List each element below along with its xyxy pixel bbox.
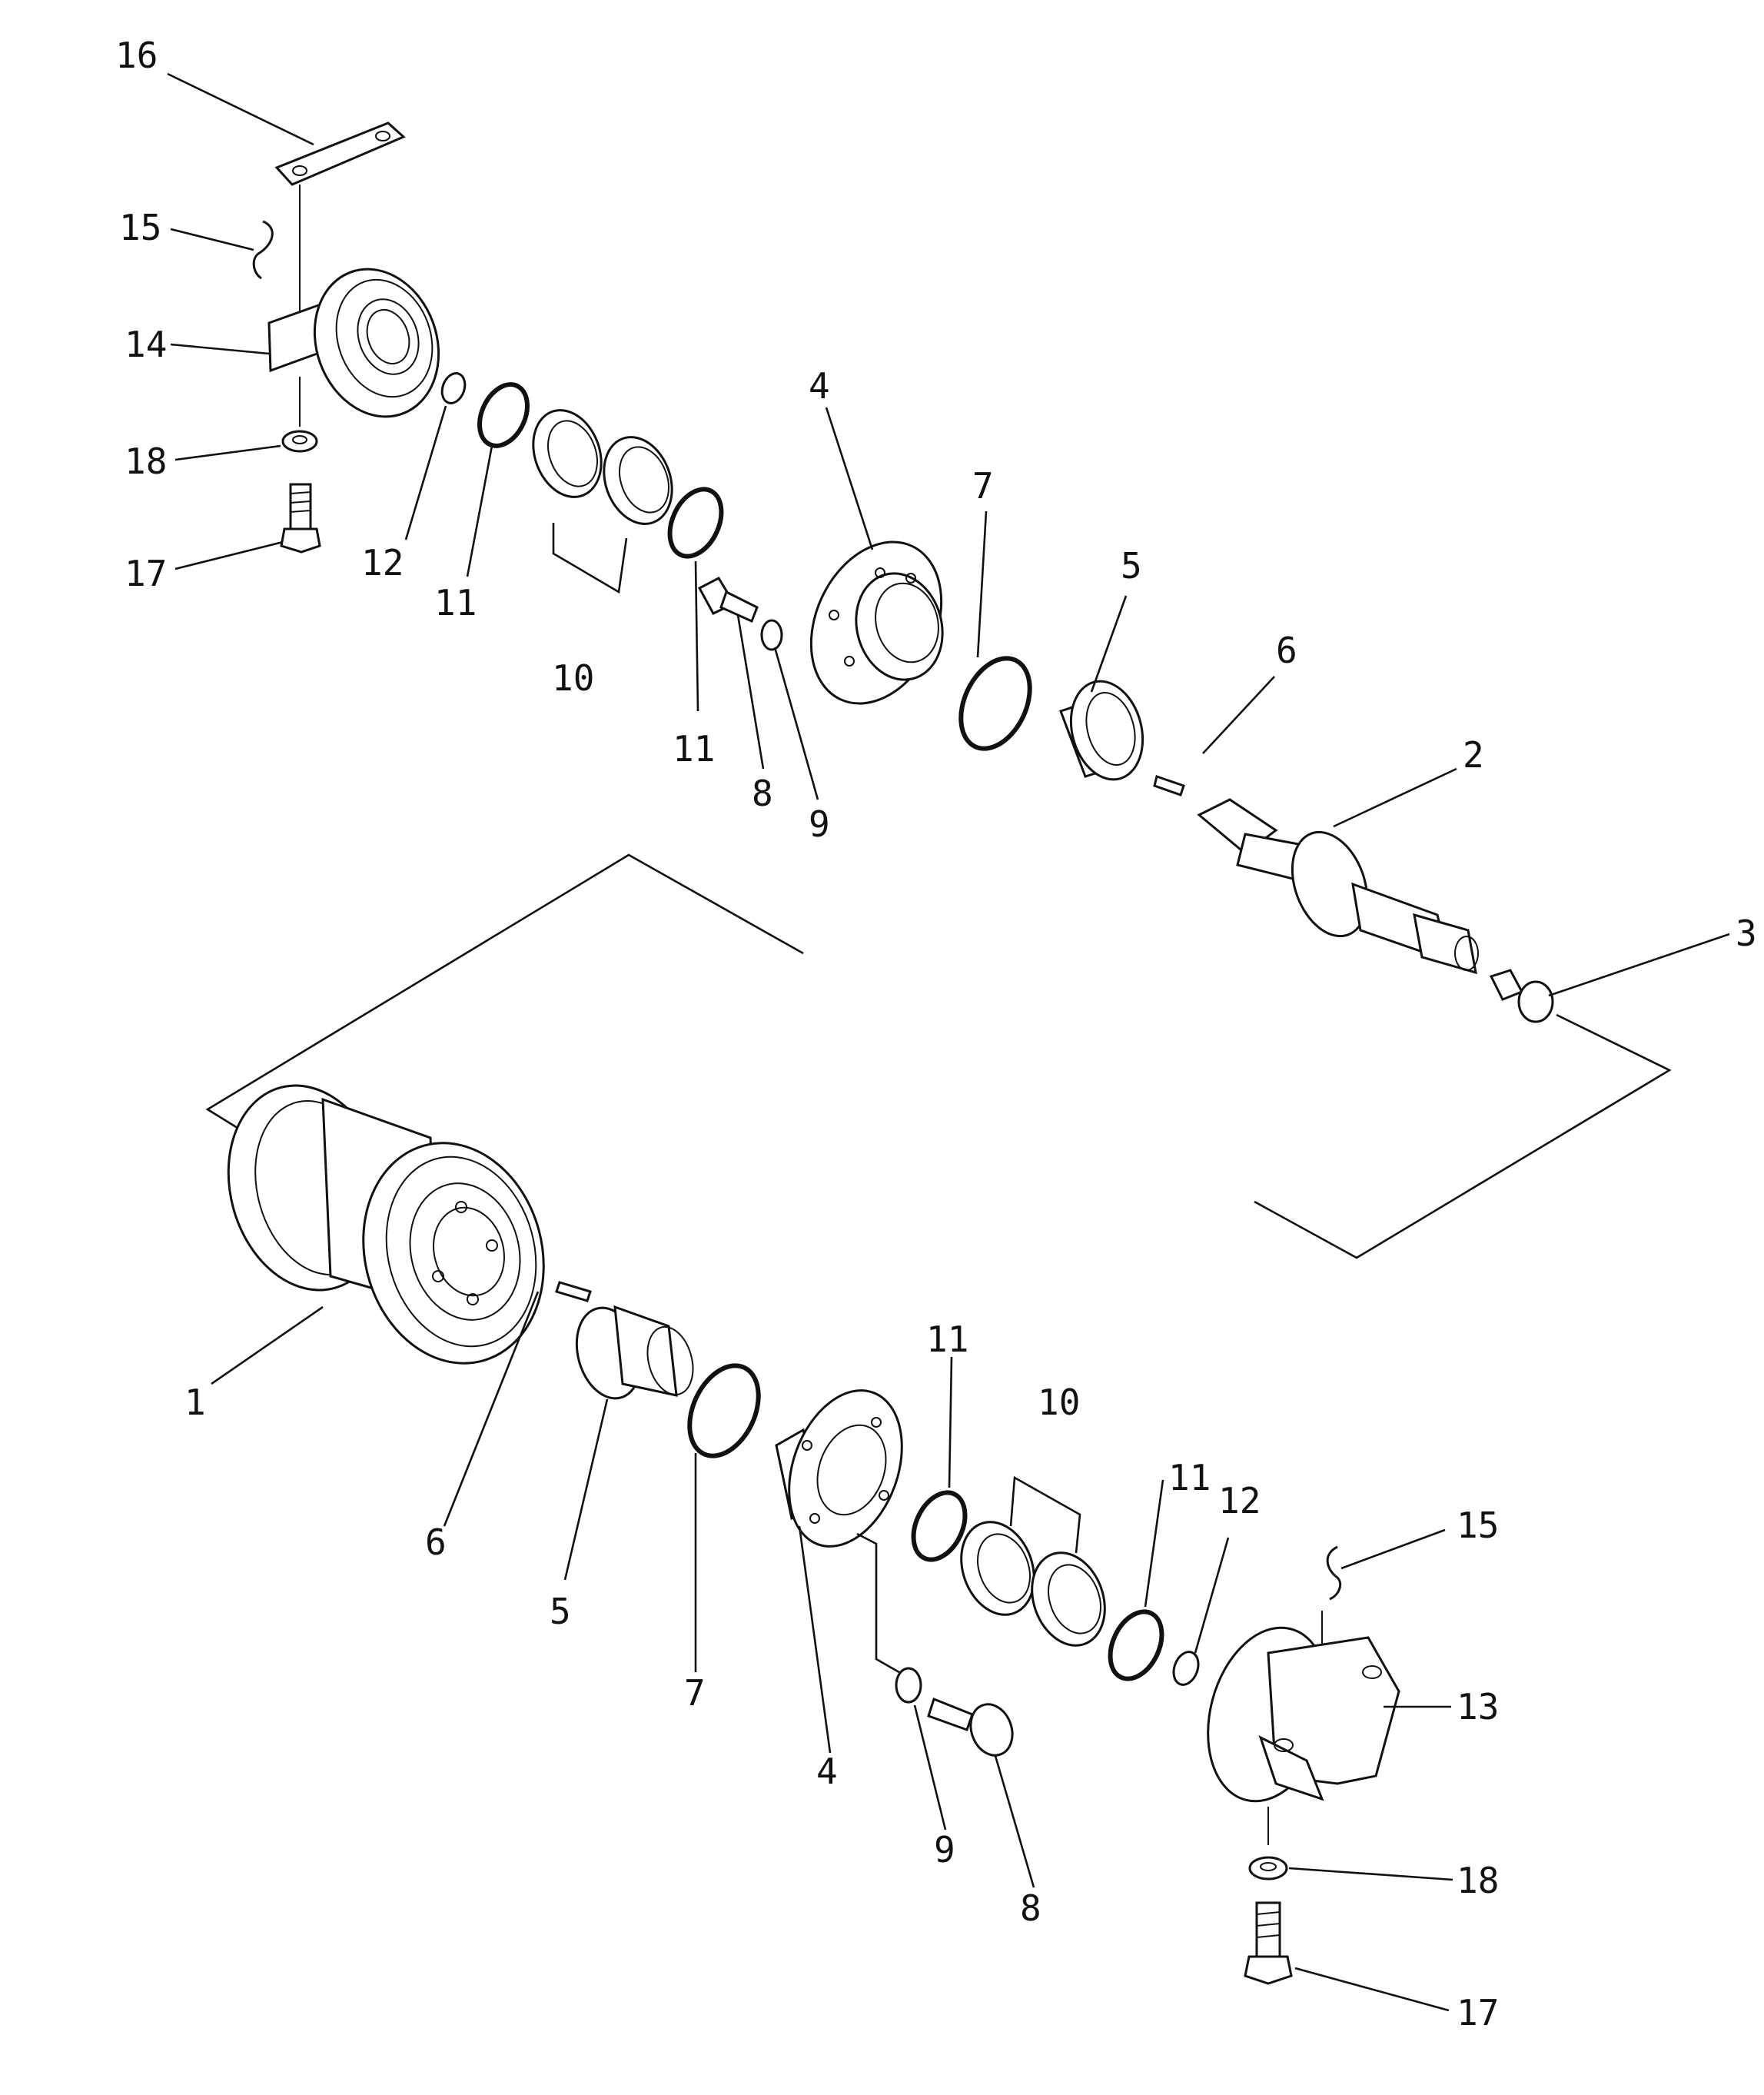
callout-1: 1 (184, 1382, 206, 1423)
callout-15-top: 15 (119, 207, 161, 248)
callout-17-top: 17 (125, 553, 167, 594)
part-9-washer-bottom (895, 1667, 922, 1704)
part-3-plug (1489, 969, 1554, 1023)
callout-12-bot: 12 (1218, 1480, 1261, 1521)
part-8-bolt-bottom (927, 1698, 1014, 1757)
callout-11-top-a: 11 (434, 582, 477, 624)
part-6-pin-bottom (555, 1281, 592, 1302)
part-17-bolt-bottom (1244, 1901, 1293, 1985)
part-6-pin-top (1153, 775, 1185, 796)
part-18-washer-top (281, 430, 318, 453)
callout-8-top: 8 (752, 773, 773, 814)
callout-5-bot: 5 (550, 1591, 571, 1632)
callout-14: 14 (125, 324, 167, 365)
part-12-oring-top (440, 372, 467, 404)
callout-2: 2 (1463, 734, 1484, 776)
part-4-retainer-bottom (775, 1389, 903, 1548)
part-12-oring-bottom (1172, 1651, 1200, 1686)
callout-6-top: 6 (1276, 630, 1297, 671)
callout-9-bot: 9 (934, 1829, 955, 1871)
callout-13: 13 (1457, 1686, 1499, 1728)
callout-18-bot: 18 (1457, 1860, 1499, 1901)
part-11-oring-top-b (667, 487, 724, 559)
part-5-bushing-bottom (575, 1305, 694, 1400)
callout-6-bot: 6 (425, 1521, 447, 1563)
part-10-floating-seal-bottom (960, 1475, 1106, 1647)
part-7-oring-top (958, 656, 1032, 751)
bracket-outline-right (1254, 1013, 1672, 1259)
part-7-oring-bottom (687, 1363, 761, 1458)
callout-11-top-b: 11 (673, 728, 715, 770)
part-10-floating-seal-top (532, 409, 673, 594)
callout-11-bot-a: 11 (926, 1319, 968, 1360)
callout-10-top: 10 (552, 657, 594, 699)
callout-17-bot: 17 (1457, 1992, 1499, 2033)
part-8-bolt-top (697, 577, 759, 624)
part-15-clip-bottom (1326, 1545, 1342, 1601)
callout-5-top: 5 (1121, 545, 1142, 587)
part-4-retainer-top (809, 540, 944, 705)
part-1-roller (227, 1084, 545, 1365)
callout-15-bot: 15 (1457, 1505, 1499, 1546)
part-11-oring-top-a (477, 382, 530, 448)
callout-7-top: 7 (972, 465, 994, 507)
callout-4-top: 4 (809, 365, 830, 407)
part-14-end-collar (267, 268, 440, 427)
part-18-washer-bottom (1248, 1856, 1288, 1881)
leader-lines (167, 72, 1730, 2012)
part-9-washer-top (760, 619, 783, 651)
part-15-clip-top (252, 220, 274, 280)
callout-11-bot-b: 11 (1168, 1457, 1211, 1498)
part-5-bushing-top (1059, 680, 1144, 781)
callout-4-bot: 4 (816, 1751, 838, 1792)
callout-8-bot: 8 (1020, 1887, 1041, 1929)
callout-3: 3 (1736, 913, 1757, 954)
part-2-shaft (1197, 798, 1479, 975)
callout-10-bot: 10 (1038, 1382, 1080, 1423)
part-16-plate (274, 121, 406, 323)
bracket-outline-left (205, 853, 804, 1139)
part-11-oring-bottom-a (911, 1490, 968, 1562)
callout-7-bot: 7 (684, 1672, 706, 1714)
part-11-oring-bottom-b (1108, 1609, 1164, 1681)
part-13-end-collar (1207, 1626, 1400, 1845)
callout-16-top: 16 (115, 35, 158, 76)
callout-12-top: 12 (361, 542, 404, 584)
callout-9-top: 9 (809, 803, 830, 845)
part-17-bolt-top (280, 483, 321, 554)
callout-18-top: 18 (125, 441, 167, 482)
